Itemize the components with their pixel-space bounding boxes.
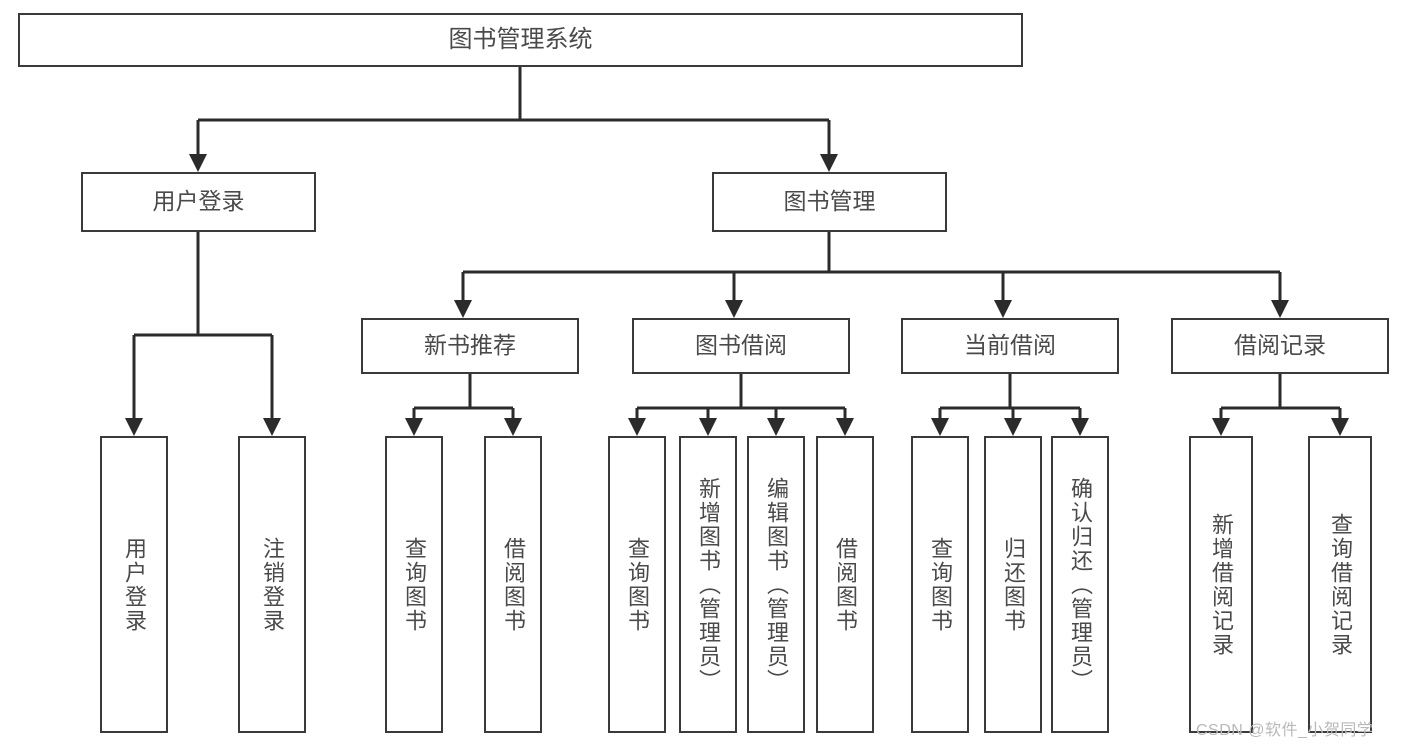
node-label: 用户登录	[122, 536, 147, 633]
group-branch-head	[1004, 418, 1022, 436]
group-branch-head	[931, 418, 949, 436]
node-label: 查询图书	[402, 536, 427, 633]
node-leaf-return-book[interactable]: 归还图书	[984, 436, 1042, 733]
group-branch-head	[699, 418, 717, 436]
node-book-manage[interactable]: 图书管理	[712, 172, 947, 232]
node-leaf-query-borrow-record[interactable]: 查询借阅记录	[1308, 436, 1372, 733]
group-branch-head	[1331, 418, 1349, 436]
group-branch-head	[628, 418, 646, 436]
user-login-branch-head	[125, 418, 143, 436]
node-root[interactable]: 图书管理系统	[18, 13, 1023, 67]
csdn-watermark: CSDN @软件_小贺同学	[1196, 722, 1374, 739]
node-label: 图书管理	[783, 188, 876, 215]
node-label: 新书推荐	[424, 332, 516, 359]
group-branch-head	[405, 418, 423, 436]
node-leaf-user-login[interactable]: 用户登录	[100, 436, 168, 733]
book-manage-branch-head	[725, 300, 743, 318]
node-label: 图书管理系统	[448, 25, 593, 53]
book-manage-branch-head	[1271, 300, 1289, 318]
node-label: 新增借阅记录	[1209, 512, 1234, 657]
group-branch-head	[1071, 418, 1089, 436]
node-leaf-add-borrow-record[interactable]: 新增借阅记录	[1189, 436, 1253, 733]
node-label: 用户登录	[152, 188, 245, 215]
node-leaf-confirm-return-admin[interactable]: 确认归还（管理员）	[1051, 436, 1109, 733]
group-branch-head	[767, 418, 785, 436]
node-leaf-query-book-1[interactable]: 查询图书	[385, 436, 443, 733]
book-manage-branch-head	[994, 300, 1012, 318]
node-label: 借阅图书	[501, 536, 526, 633]
node-leaf-add-book-admin[interactable]: 新增图书（管理员）	[679, 436, 737, 733]
node-leaf-query-book-3[interactable]: 查询图书	[911, 436, 969, 733]
node-book-borrow[interactable]: 图书借阅	[632, 318, 850, 374]
node-label: 查询图书	[928, 536, 953, 633]
group-branch-head	[1212, 418, 1230, 436]
group-branch-head	[836, 418, 854, 436]
root-branch-head	[820, 154, 838, 172]
user-login-branch-head	[263, 418, 281, 436]
root-branch-head	[189, 154, 207, 172]
node-borrow-record[interactable]: 借阅记录	[1171, 318, 1389, 374]
node-label: 借阅图书	[833, 536, 858, 633]
node-leaf-edit-book-admin[interactable]: 编辑图书（管理员）	[747, 436, 805, 733]
group-branch-head	[504, 418, 522, 436]
node-leaf-borrow-book-1[interactable]: 借阅图书	[484, 436, 542, 733]
node-label: 归还图书	[1001, 536, 1026, 633]
node-new-book-recommend[interactable]: 新书推荐	[361, 318, 579, 374]
node-label: 编辑图书（管理员）	[764, 476, 789, 693]
node-leaf-borrow-book-2[interactable]: 借阅图书	[816, 436, 874, 733]
node-leaf-logout-login[interactable]: 注销登录	[238, 436, 306, 733]
node-label: 图书借阅	[695, 332, 787, 359]
node-current-borrow[interactable]: 当前借阅	[901, 318, 1119, 374]
node-label: 借阅记录	[1234, 332, 1326, 359]
node-user-login[interactable]: 用户登录	[81, 172, 316, 232]
node-label: 当前借阅	[964, 332, 1056, 359]
node-label: 新增图书（管理员）	[696, 476, 721, 693]
node-leaf-query-book-2[interactable]: 查询图书	[608, 436, 666, 733]
node-label: 注销登录	[260, 536, 285, 633]
node-label: 确认归还（管理员）	[1068, 476, 1093, 693]
node-label: 查询图书	[625, 536, 650, 633]
book-manage-branch-head	[454, 300, 472, 318]
node-label: 查询借阅记录	[1328, 512, 1353, 657]
